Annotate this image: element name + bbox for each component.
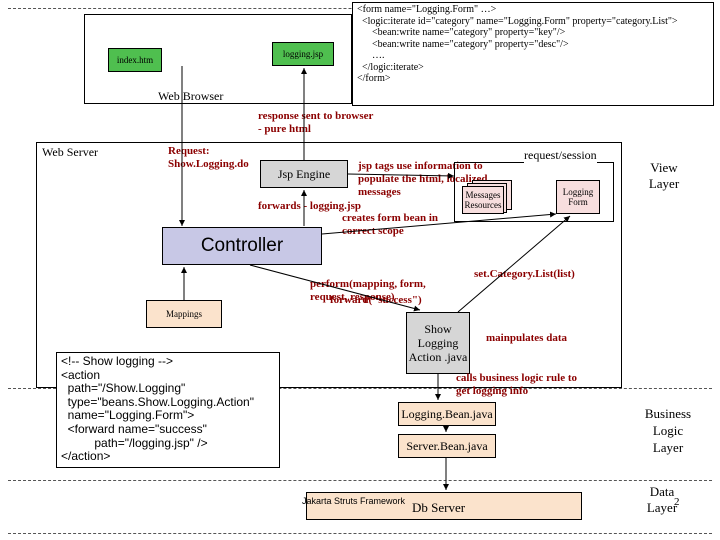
web-server-region (36, 142, 622, 388)
response-text: response sent to browser - pure html (258, 110, 374, 135)
jsp-tags-overlap-text: jsp tags use information to populate the… (358, 160, 488, 198)
mapping-code-box: <!-- Show logging --> <action path="/Sho… (56, 352, 280, 468)
mapping-code-line: name="Logging.Form"> (61, 408, 195, 423)
index-page-box: index.htm (108, 48, 162, 72)
db-server-label: Db Server (412, 500, 466, 515)
web-server-label: Web Server (42, 145, 99, 159)
show-logging-action-box: Show Logging Action .java (406, 312, 470, 374)
business-data-dashed-line (8, 480, 712, 481)
mappings-box: Mappings (146, 300, 222, 328)
logging-page-box: logging.jsp (272, 42, 334, 66)
calls-business-text: calls business logic rule to get logging… (456, 372, 578, 397)
messages-resources-box: Messages Resources (462, 186, 504, 214)
mapping-code-line: <!-- Show logging --> (61, 354, 174, 368)
form-code-box: <form name="Logging.Form" …> <logic:iter… (352, 2, 714, 106)
server-bean-box: Server.Bean.java (398, 434, 496, 458)
perform-arrow (249, 264, 421, 312)
form-code-line: <logic:iterate id="category" name="Loggi… (357, 15, 678, 27)
mapping-code-line: path="/logging.jsp" /> (61, 435, 208, 450)
request-session-label: request/session (524, 148, 597, 163)
form-code-line: <bean:write name="category" property="ke… (357, 27, 566, 38)
creates-bean-arrow (321, 211, 557, 235)
form-code-line: …. (357, 50, 385, 61)
controller-box: Controller (162, 227, 322, 265)
db-server-box (306, 492, 582, 520)
web-browser-label: Web Browser (158, 89, 224, 103)
business-layer-label: Business Logic Layer (644, 406, 692, 455)
form-code-line: <form name="Logging.Form" …> (357, 4, 497, 15)
mapping-code-line: <forward name="success" (61, 421, 207, 436)
mapping-code-line: <action (61, 367, 101, 382)
jsp-to-session-arrow (347, 172, 455, 179)
view-layer-label: View Layer (648, 160, 680, 191)
mapping-code-line: type="beans.Show.Logging.Action" (61, 394, 254, 409)
slide-number: 2 (674, 496, 680, 508)
mapping-code-line: path="/Show.Logging" (61, 381, 186, 396)
jsp-engine-box: Jsp Engine (260, 160, 348, 188)
form-code-line: </form> (357, 73, 391, 84)
perform-text: perform(mapping, form, request, response… (310, 278, 426, 303)
bottom-dashed-line (8, 533, 712, 534)
logging-bean-box: Logging.Bean.java (398, 402, 496, 426)
struts-framework-label: Jakarta Struts Framework (302, 496, 406, 506)
form-code-line: </logic:iterate> (357, 61, 424, 73)
mapping-code-line: </action> (61, 449, 111, 464)
data-layer-label: Data Layer (646, 484, 678, 515)
set-category-arrow (457, 215, 571, 313)
web-browser-region (84, 14, 352, 104)
form-code-line: <bean:write name="category" property="de… (357, 38, 569, 50)
logging-form-box: Logging Form (556, 180, 600, 214)
forwards-text: forwards - logging.jsp (258, 200, 361, 212)
view-business-dashed-line (8, 388, 712, 389)
manipulates-text: mainpulates data (486, 332, 567, 344)
request-text: Request: Show.Logging.do (168, 145, 249, 170)
forward-success-text: forward("success") (330, 294, 422, 306)
